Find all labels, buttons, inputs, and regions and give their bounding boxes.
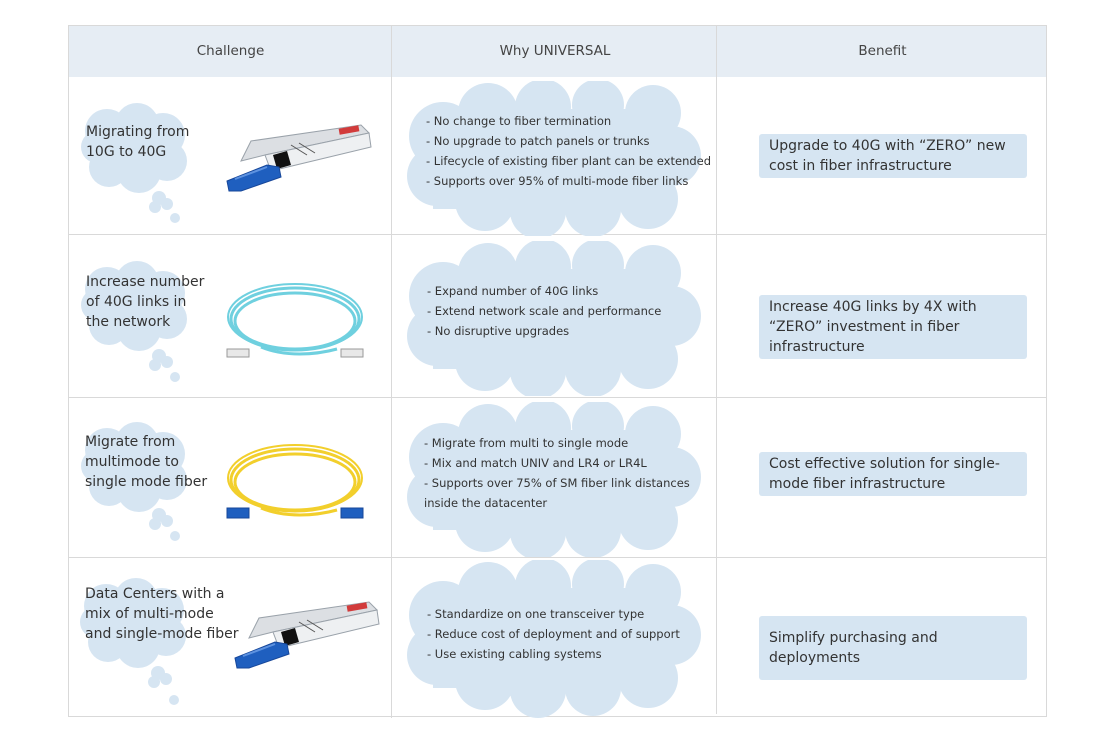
list-item: - Standardize on one transceiver type [427, 607, 645, 621]
aqua-fiber-patch-cable-icon [226, 283, 364, 358]
list-item: - Mix and match UNIV and LR4 or LR4L [424, 456, 647, 470]
why-list: - Standardize on one transceiver type - … [427, 604, 680, 664]
thought-cloud [81, 422, 187, 541]
header-why-universal: Why UNIVERSAL [499, 43, 611, 59]
column-divider [391, 26, 392, 718]
yellow-fiber-patch-cable-icon [226, 444, 364, 519]
list-item: - Lifecycle of existing fiber plant can … [426, 154, 712, 168]
row-divider [69, 397, 1046, 398]
why-list: - Expand number of 40G links - Extend ne… [427, 281, 661, 341]
list-item: - Reduce cost of deployment and of suppo… [427, 627, 680, 641]
list-item: inside the datacenter [424, 496, 548, 510]
comparison-table: Challenge Why UNIVERSAL Benefit Migratin… [68, 25, 1047, 718]
row-divider [69, 557, 1046, 558]
why-list: - Migrate from multi to single mode - Mi… [424, 433, 690, 513]
list-item: - Supports over 75% of SM fiber link dis… [424, 476, 690, 490]
why-list: - No change to fiber termination - No up… [426, 111, 711, 191]
list-item: - No change to fiber termination [426, 114, 612, 128]
qsfp-transceiver-icon [226, 124, 372, 192]
header-challenge: Challenge [196, 43, 265, 59]
list-item: - Supports over 95% of multi-mode fiber … [426, 174, 689, 188]
list-item: - Extend network scale and performance [427, 304, 662, 318]
list-item: - Expand number of 40G links [427, 284, 599, 298]
list-item: - No upgrade to patch panels or trunks [426, 134, 650, 148]
thought-cloud [81, 103, 187, 223]
thought-cloud [80, 578, 186, 705]
benefit-callout: Cost effective solution for single-mode … [759, 452, 1027, 496]
thought-cloud [81, 261, 187, 382]
row-divider [69, 234, 1046, 235]
benefit-callout: Increase 40G links by 4X with “ZERO” inv… [759, 295, 1027, 359]
benefit-callout: Simplify purchasing and deployments [759, 616, 1027, 680]
header-benefit: Benefit [858, 43, 907, 59]
list-item: - No disruptive upgrades [427, 324, 570, 338]
list-item: - Use existing cabling systems [427, 647, 602, 661]
table-header: Challenge Why UNIVERSAL Benefit [69, 26, 1046, 77]
column-divider [716, 26, 717, 714]
list-item: - Migrate from multi to single mode [424, 436, 629, 450]
qsfp-transceiver-icon [234, 601, 380, 669]
benefit-callout: Upgrade to 40G with “ZERO” new cost in f… [759, 134, 1027, 178]
